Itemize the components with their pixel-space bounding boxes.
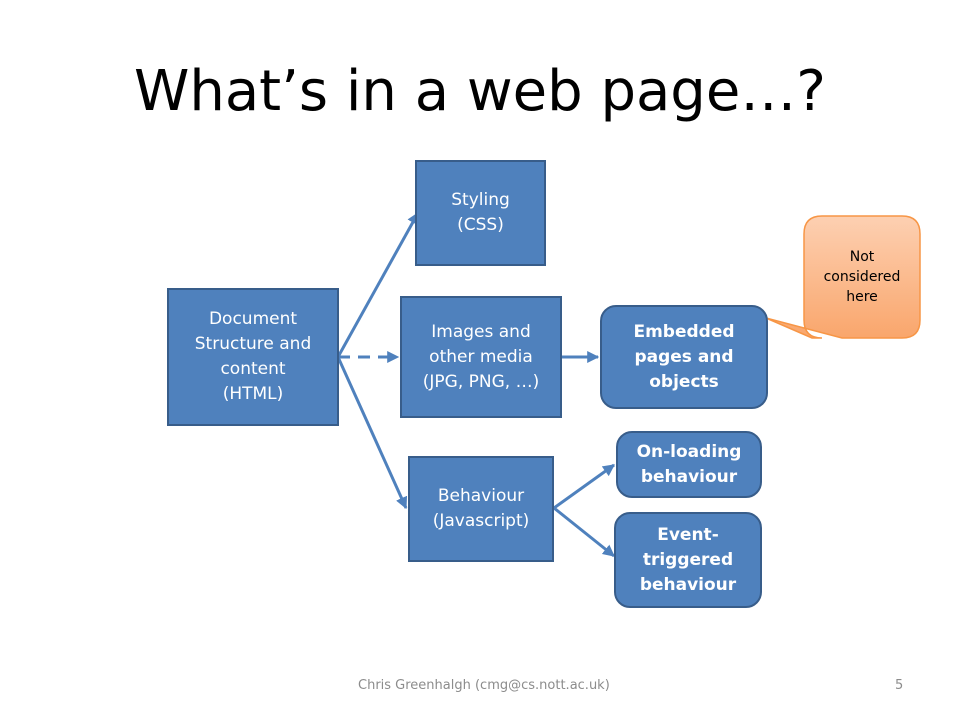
arrow-js-to-onload <box>553 463 615 510</box>
arrow-html-to-js <box>336 356 408 510</box>
arrow-html-to-css <box>336 211 420 358</box>
callout-note: Not considered here <box>823 249 901 305</box>
slide-title: What’s in a web page…? <box>133 59 827 124</box>
node-event-triggered-behaviour: Event- triggered behaviour <box>614 512 762 608</box>
node-styling-css: Styling (CSS) <box>415 160 546 266</box>
node-embedded-objects: Embedded pages and objects <box>600 305 768 409</box>
node-document-structure: Document Structure and content (HTML) <box>167 288 339 426</box>
node-behaviour-js: Behaviour (Javascript) <box>408 456 554 562</box>
footer-page-number: 5 <box>895 678 904 693</box>
node-images-media: Images and other media (JPG, PNG, …) <box>400 296 562 418</box>
arrow-js-to-event <box>553 506 615 558</box>
node-onloading-behaviour: On-loading behaviour <box>616 431 762 498</box>
footer-author: Chris Greenhalgh (cmg@cs.nott.ac.uk) <box>358 678 610 693</box>
callout-bubble <box>765 215 921 339</box>
